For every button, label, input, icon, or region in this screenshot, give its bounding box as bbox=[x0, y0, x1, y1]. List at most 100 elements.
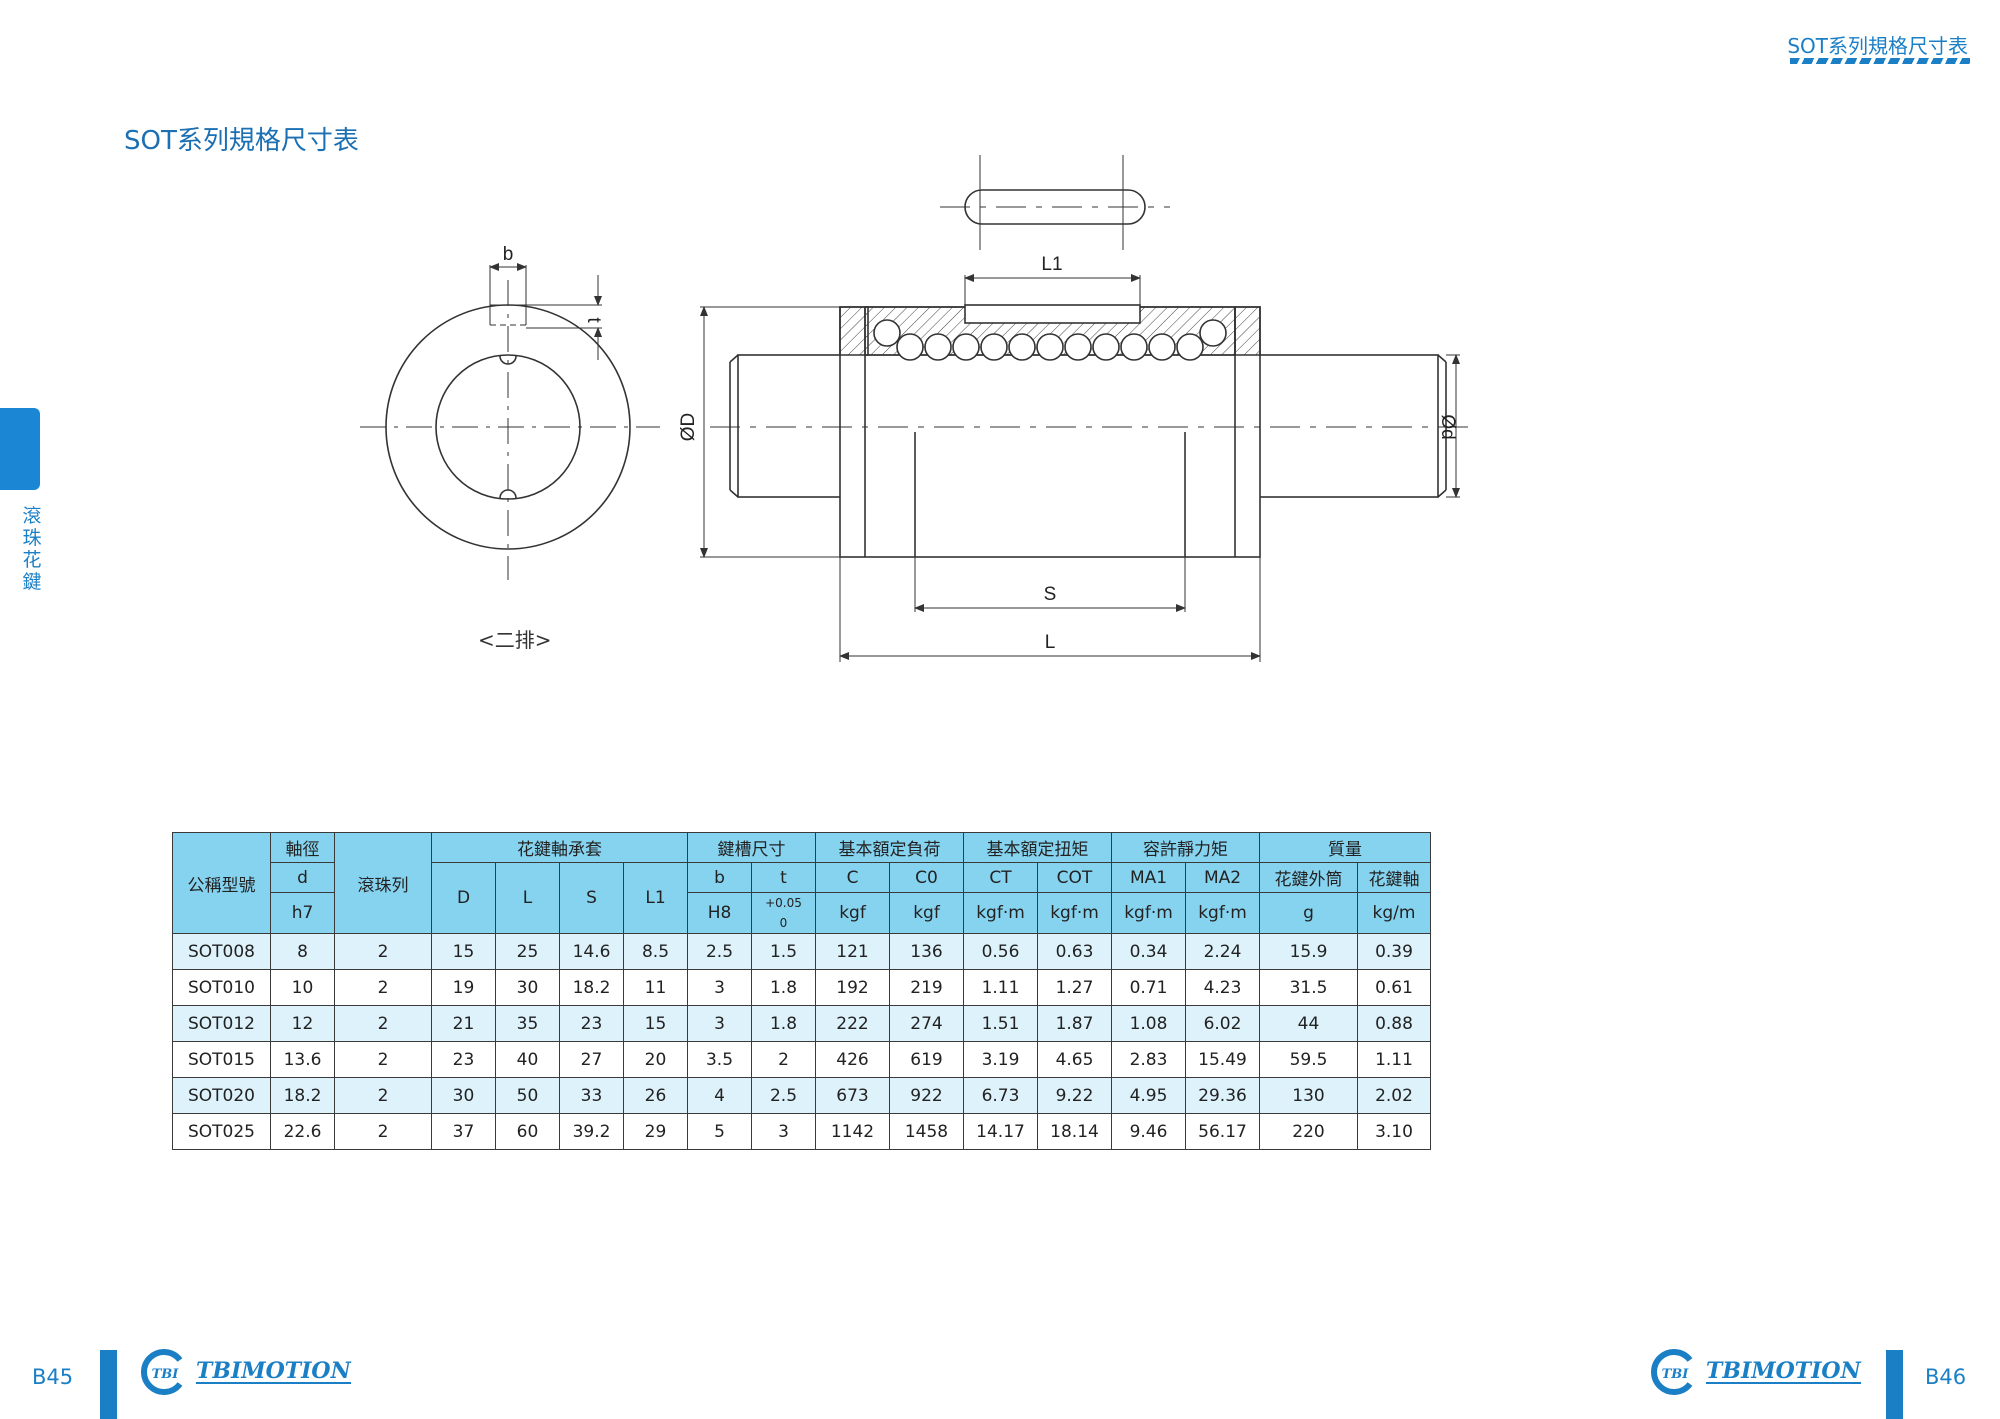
table-cell: 37 bbox=[431, 1113, 496, 1150]
table-cell: 29 bbox=[623, 1113, 688, 1150]
th-unit-kgfm-ma1: kgf·m bbox=[1111, 892, 1186, 934]
table-cell: 1.8 bbox=[751, 1005, 816, 1042]
th-keyway: 鍵槽尺寸 bbox=[687, 832, 816, 863]
table-cell: 136 bbox=[889, 933, 964, 970]
table-cell: 30 bbox=[431, 1077, 496, 1114]
table-cell: 219 bbox=[889, 969, 964, 1006]
page-title: SOT系列規格尺寸表 bbox=[124, 126, 359, 156]
dim-label-S: S bbox=[1044, 584, 1057, 605]
table-cell: 29.36 bbox=[1185, 1077, 1260, 1114]
th-model: 公稱型號 bbox=[172, 832, 271, 934]
tol-upper: +0.05 bbox=[765, 896, 802, 910]
th-D: D bbox=[431, 862, 496, 934]
table-cell: 14.6 bbox=[559, 933, 624, 970]
th-mass: 質量 bbox=[1259, 832, 1431, 863]
header-title: SOT系列規格尺寸表 bbox=[1787, 34, 1968, 58]
th-unit-kgfm-ma2: kgf·m bbox=[1185, 892, 1260, 934]
th-unit-g: g bbox=[1259, 892, 1358, 934]
th-COT: COT bbox=[1037, 862, 1112, 893]
table-cell: 19 bbox=[431, 969, 496, 1006]
table-cell: 2.5 bbox=[751, 1077, 816, 1114]
cell-model: SOT012 bbox=[172, 1005, 271, 1042]
table-cell: 12 bbox=[270, 1005, 335, 1042]
footer-logo-left: TBI TBIMOTION bbox=[140, 1348, 351, 1396]
table-cell: 6.73 bbox=[963, 1077, 1038, 1114]
table-cell: 35 bbox=[495, 1005, 560, 1042]
table-cell: 8.5 bbox=[623, 933, 688, 970]
table-cell: 40 bbox=[495, 1041, 560, 1078]
table-cell: 50 bbox=[495, 1077, 560, 1114]
table-cell: 27 bbox=[559, 1041, 624, 1078]
th-L1: L1 bbox=[623, 862, 688, 934]
table-cell: 9.22 bbox=[1037, 1077, 1112, 1114]
table-cell: 2.02 bbox=[1357, 1077, 1431, 1114]
technical-drawing: b t L1 S L ØD Ød bbox=[360, 155, 1470, 662]
table-cell: 1.5 bbox=[751, 933, 816, 970]
th-d: d bbox=[270, 862, 335, 893]
dim-label-D: ØD bbox=[678, 413, 699, 442]
table-cell: 30 bbox=[495, 969, 560, 1006]
side-tab[interactable] bbox=[0, 408, 40, 490]
table-cell: 0.61 bbox=[1357, 969, 1431, 1006]
table-cell: 1.11 bbox=[963, 969, 1038, 1006]
side-section-view bbox=[700, 274, 1470, 662]
table-cell: 0.63 bbox=[1037, 933, 1112, 970]
logo-wordmark: TBIMOTION bbox=[1706, 1358, 1861, 1384]
table-cell: 0.71 bbox=[1111, 969, 1186, 1006]
table-cell: 121 bbox=[815, 933, 890, 970]
table-cell: 2 bbox=[334, 1077, 432, 1114]
th-CT: CT bbox=[963, 862, 1038, 893]
th-unit-kgm: kg/m bbox=[1357, 892, 1431, 934]
table-cell: 1458 bbox=[889, 1113, 964, 1150]
drawing-caption: <二排> bbox=[478, 628, 552, 652]
th-L: L bbox=[495, 862, 560, 934]
table-cell: 2 bbox=[751, 1041, 816, 1078]
table-cell: 1.8 bbox=[751, 969, 816, 1006]
header-stripe bbox=[1790, 58, 1970, 64]
table-cell: 2.5 bbox=[687, 933, 752, 970]
table-cell: 15.9 bbox=[1259, 933, 1358, 970]
table-cell: 3.10 bbox=[1357, 1113, 1431, 1150]
dim-label-L: L bbox=[1045, 632, 1056, 653]
table-cell: 4.23 bbox=[1185, 969, 1260, 1006]
footer-page-right: B46 bbox=[1925, 1365, 1967, 1389]
table-cell: 0.34 bbox=[1111, 933, 1186, 970]
spec-table: 公稱型號 軸徑 滾珠列 花鍵軸承套 鍵槽尺寸 基本額定負荷 基本額定扭矩 容許靜… bbox=[172, 832, 1431, 1150]
table-cell: 1.11 bbox=[1357, 1041, 1431, 1078]
table-cell: 60 bbox=[495, 1113, 560, 1150]
th-sleeve: 花鍵軸承套 bbox=[431, 832, 688, 863]
table-cell: 15.49 bbox=[1185, 1041, 1260, 1078]
table-cell: 1.08 bbox=[1111, 1005, 1186, 1042]
table-cell: 0.39 bbox=[1357, 933, 1431, 970]
th-h7: h7 bbox=[270, 892, 335, 934]
table-cell: 220 bbox=[1259, 1113, 1358, 1150]
th-torque: 基本額定扭矩 bbox=[963, 832, 1112, 863]
table-cell: 222 bbox=[815, 1005, 890, 1042]
table-cell: 1.27 bbox=[1037, 969, 1112, 1006]
table-cell: 33 bbox=[559, 1077, 624, 1114]
table-cell: 1.51 bbox=[963, 1005, 1038, 1042]
cell-model: SOT025 bbox=[172, 1113, 271, 1150]
footer-bar-left bbox=[100, 1350, 117, 1419]
th-unit-kgf-c: kgf bbox=[815, 892, 890, 934]
table-cell: 130 bbox=[1259, 1077, 1358, 1114]
table-cell: 39.2 bbox=[559, 1113, 624, 1150]
table-cell: 4 bbox=[687, 1077, 752, 1114]
th-C: C bbox=[815, 862, 890, 893]
table-cell: 44 bbox=[1259, 1005, 1358, 1042]
dim-label-t: t bbox=[583, 317, 604, 323]
table-cell: 23 bbox=[559, 1005, 624, 1042]
cell-model: SOT010 bbox=[172, 969, 271, 1006]
tol-lower: 0 bbox=[779, 916, 788, 930]
table-cell: 4.65 bbox=[1037, 1041, 1112, 1078]
table-cell: 3.5 bbox=[687, 1041, 752, 1078]
table-cell: 3.19 bbox=[963, 1041, 1038, 1078]
table-cell: 2.83 bbox=[1111, 1041, 1186, 1078]
table-cell: 56.17 bbox=[1185, 1113, 1260, 1150]
tbi-logo-icon: TBI bbox=[141, 1349, 183, 1395]
th-outer-mass: 花鍵外筒 bbox=[1259, 862, 1358, 893]
